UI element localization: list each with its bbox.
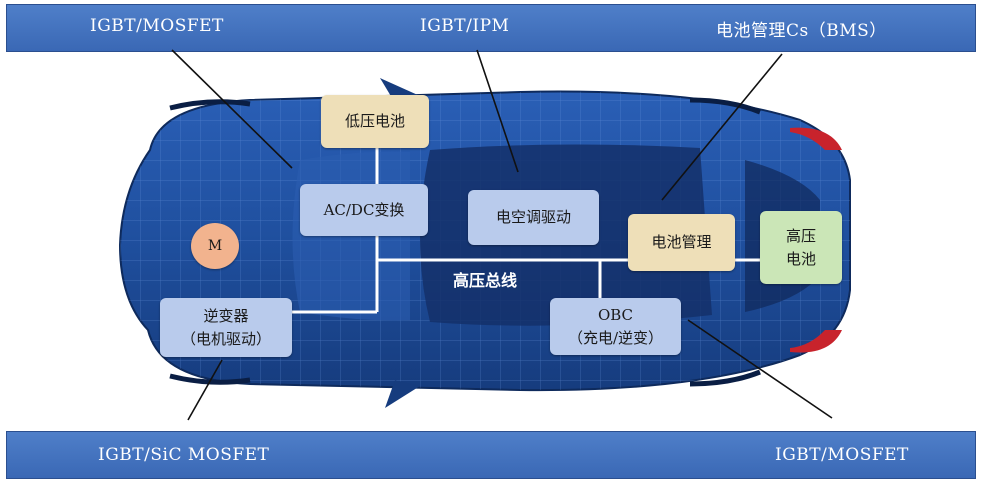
inverter-line2: （电机驱动） xyxy=(180,329,271,348)
top-label-band xyxy=(6,4,976,52)
hv-battery-line1: 高压 xyxy=(785,227,816,245)
acdc-converter-box: AC/DC变换 xyxy=(300,184,428,236)
obc-box: OBC （充电/逆变） xyxy=(550,298,681,355)
bottom-label-band xyxy=(6,431,976,479)
battery-management-box: 电池管理 xyxy=(628,214,735,271)
label-top-center: IGBT/IPM xyxy=(420,16,510,36)
label-top-left: IGBT/MOSFET xyxy=(90,16,224,36)
hv-battery-line2: 电池 xyxy=(785,249,816,268)
inverter-box: 逆变器 （电机驱动） xyxy=(160,298,292,357)
ac-compressor-drive-box: 电空调驱动 xyxy=(468,190,599,245)
motor-circle: M xyxy=(191,223,239,269)
obc-line1: OBC xyxy=(597,306,634,324)
label-bottom-right: IGBT/MOSFET xyxy=(775,445,909,465)
high-voltage-bus-label: 高压总线 xyxy=(453,271,518,290)
label-bottom-left: IGBT/SiC MOSFET xyxy=(98,445,270,465)
label-top-right: 电池管理Cs（BMS） xyxy=(716,21,887,41)
leader-lines xyxy=(171,49,833,421)
low-voltage-battery-box: 低压电池 xyxy=(321,95,429,148)
connection-lines xyxy=(292,148,760,314)
obc-line2: （充电/逆变） xyxy=(567,328,664,347)
high-voltage-battery-box: 高压 电池 xyxy=(760,211,842,284)
inverter-line1: 逆变器 xyxy=(203,307,249,325)
